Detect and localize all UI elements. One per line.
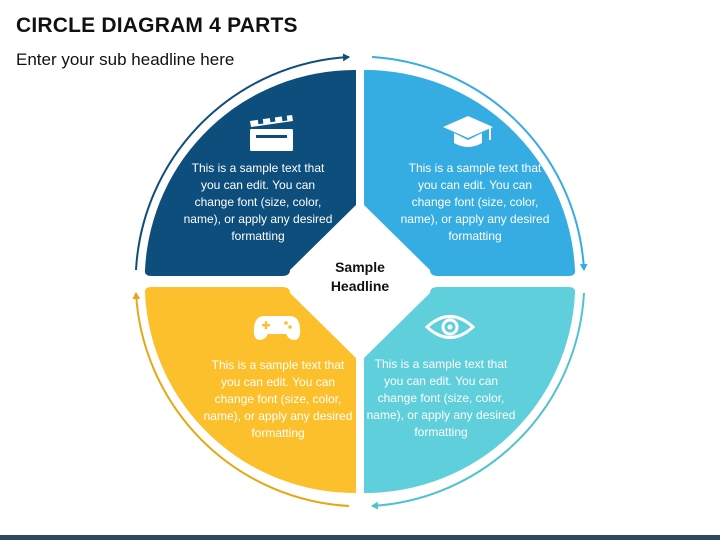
quadrant-text-bottom-left: This is a sample text that you can edit.… [203, 358, 353, 440]
quadrant-bottom-right [364, 287, 576, 494]
quadrant-top-left [144, 68, 356, 276]
quadrant-bottom-left [144, 287, 356, 494]
arrow-arc-top-left [135, 53, 350, 271]
arrow-arc-top-right [371, 56, 588, 271]
gamepad-icon [253, 316, 301, 340]
clapperboard-icon [250, 114, 293, 151]
arrow-arc-bottom-right [371, 292, 585, 510]
quadrant-text-top-right: This is a sample text that you can edit.… [400, 161, 550, 243]
center-headline: Sample Headline [330, 259, 390, 294]
arrow-arc-bottom-left [132, 292, 350, 507]
graduation-cap-icon [443, 116, 493, 147]
quadrant-text-bottom-right: This is a sample text that you can edit.… [366, 357, 516, 439]
eye-icon [424, 315, 476, 339]
page-title: CIRCLE DIAGRAM 4 PARTS [16, 14, 298, 37]
footer-bar [0, 535, 720, 540]
quadrant-top-right [364, 69, 576, 276]
quadrant-text-top-left: This is a sample text that you can edit.… [183, 161, 333, 243]
page-subtitle: Enter your sub headline here [16, 50, 235, 69]
